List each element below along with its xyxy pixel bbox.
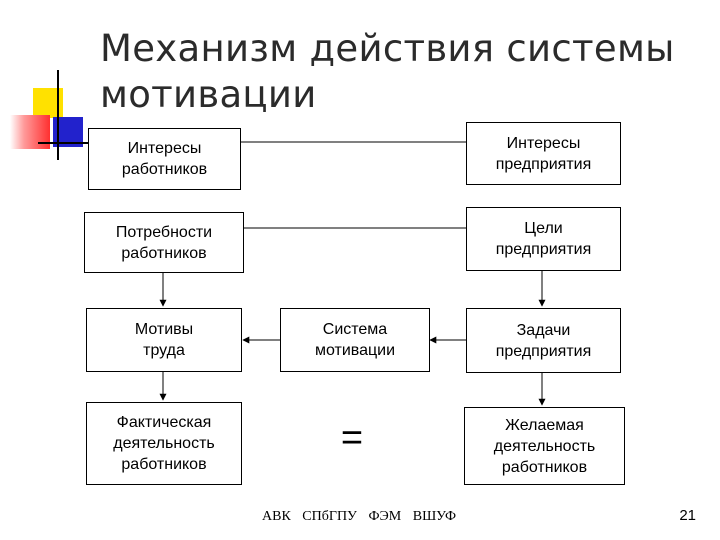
box-labor-motives: Мотивы труда: [86, 308, 242, 372]
box-worker-needs: Потребности работников: [84, 212, 244, 273]
box-enterprise-tasks: Задачи предприятия: [466, 308, 621, 373]
box-desired-activity: Желаемая деятельность работников: [464, 407, 625, 485]
decor-vertical-line: [57, 70, 59, 160]
box-enterprise-goals: Цели предприятия: [466, 207, 621, 271]
slide-title: Механизм действия системы мотивации: [100, 27, 675, 116]
box-actual-activity: Фактическая деятельность работников: [86, 402, 242, 485]
box-worker-interests: Интересы работников: [88, 128, 241, 190]
footer-text: АВК СПбГПУ ФЭМ ВШУФ: [262, 509, 457, 524]
decor-horizontal-line: [38, 142, 98, 144]
box-motivation-system: Система мотивации: [280, 308, 430, 372]
box-enterprise-interests: Интересы предприятия: [466, 122, 621, 185]
page-number: 21: [679, 507, 696, 524]
equals-sign: =: [340, 417, 364, 459]
